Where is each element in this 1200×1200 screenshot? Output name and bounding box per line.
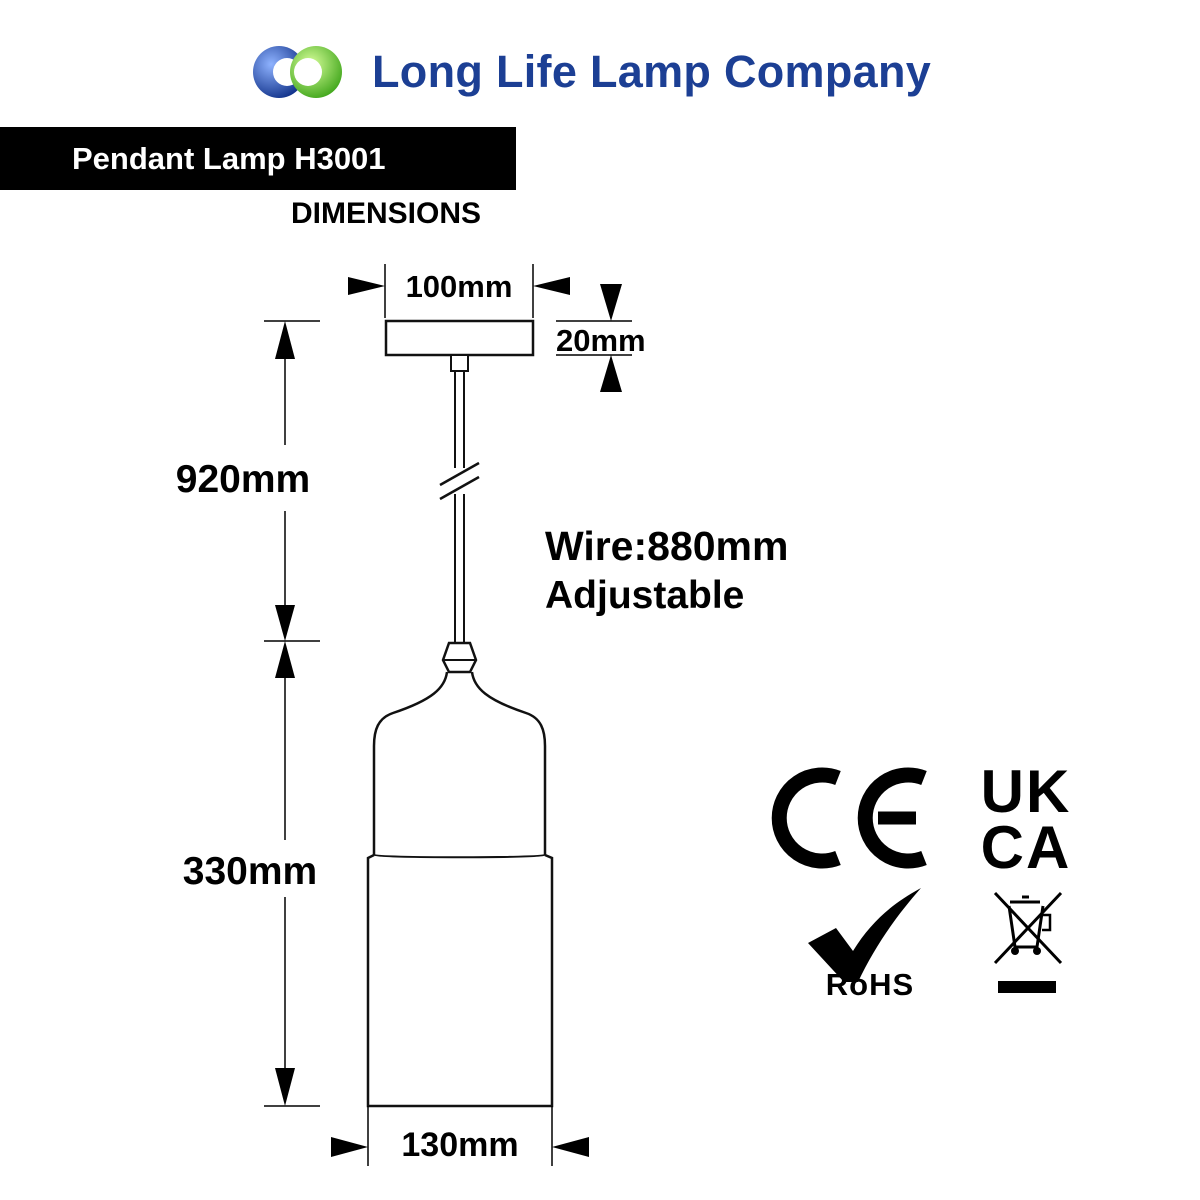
ce-mark-icon: CE bbox=[771, 767, 927, 869]
crossed-out-bin-icon bbox=[993, 891, 1063, 993]
header: Long Life Lamp Company bbox=[0, 0, 1200, 125]
lamp-outline bbox=[366, 319, 554, 1108]
hanging-length-dimension: 920mm bbox=[176, 320, 320, 642]
hanging-length-label: 920mm bbox=[176, 458, 310, 501]
product-title: Pendant Lamp H3001 bbox=[72, 141, 386, 176]
rohs-mark-icon: RoHS bbox=[808, 888, 921, 1002]
wire-adjustable-note: Adjustable bbox=[545, 574, 744, 617]
ukca-line2: CA bbox=[981, 814, 1072, 881]
wire-length-label: Wire:880mm bbox=[545, 523, 788, 569]
ukca-mark-icon: UK CA bbox=[981, 758, 1072, 881]
canopy-plate bbox=[384, 319, 535, 357]
canopy-width-dimension: 100mm bbox=[348, 264, 570, 318]
rohs-label: RoHS bbox=[826, 967, 914, 1002]
shade-width-label: 130mm bbox=[401, 1126, 518, 1164]
interlocking-rings-icon bbox=[253, 46, 342, 98]
canopy-height-dimension: 20mm bbox=[556, 284, 646, 392]
shade-height-label: 330mm bbox=[183, 850, 317, 893]
ukca-line1: UK bbox=[981, 758, 1072, 825]
dimensions-heading: DIMENSIONS bbox=[291, 197, 482, 230]
canopy-width-label: 100mm bbox=[406, 269, 513, 304]
company-name: Long Life Lamp Company bbox=[372, 46, 932, 97]
canopy-height-label: 20mm bbox=[556, 323, 646, 358]
shade-height-dimension: 330mm bbox=[183, 641, 320, 1107]
product-title-bar bbox=[0, 127, 516, 190]
shade-width-dimension: 130mm bbox=[331, 1106, 589, 1166]
